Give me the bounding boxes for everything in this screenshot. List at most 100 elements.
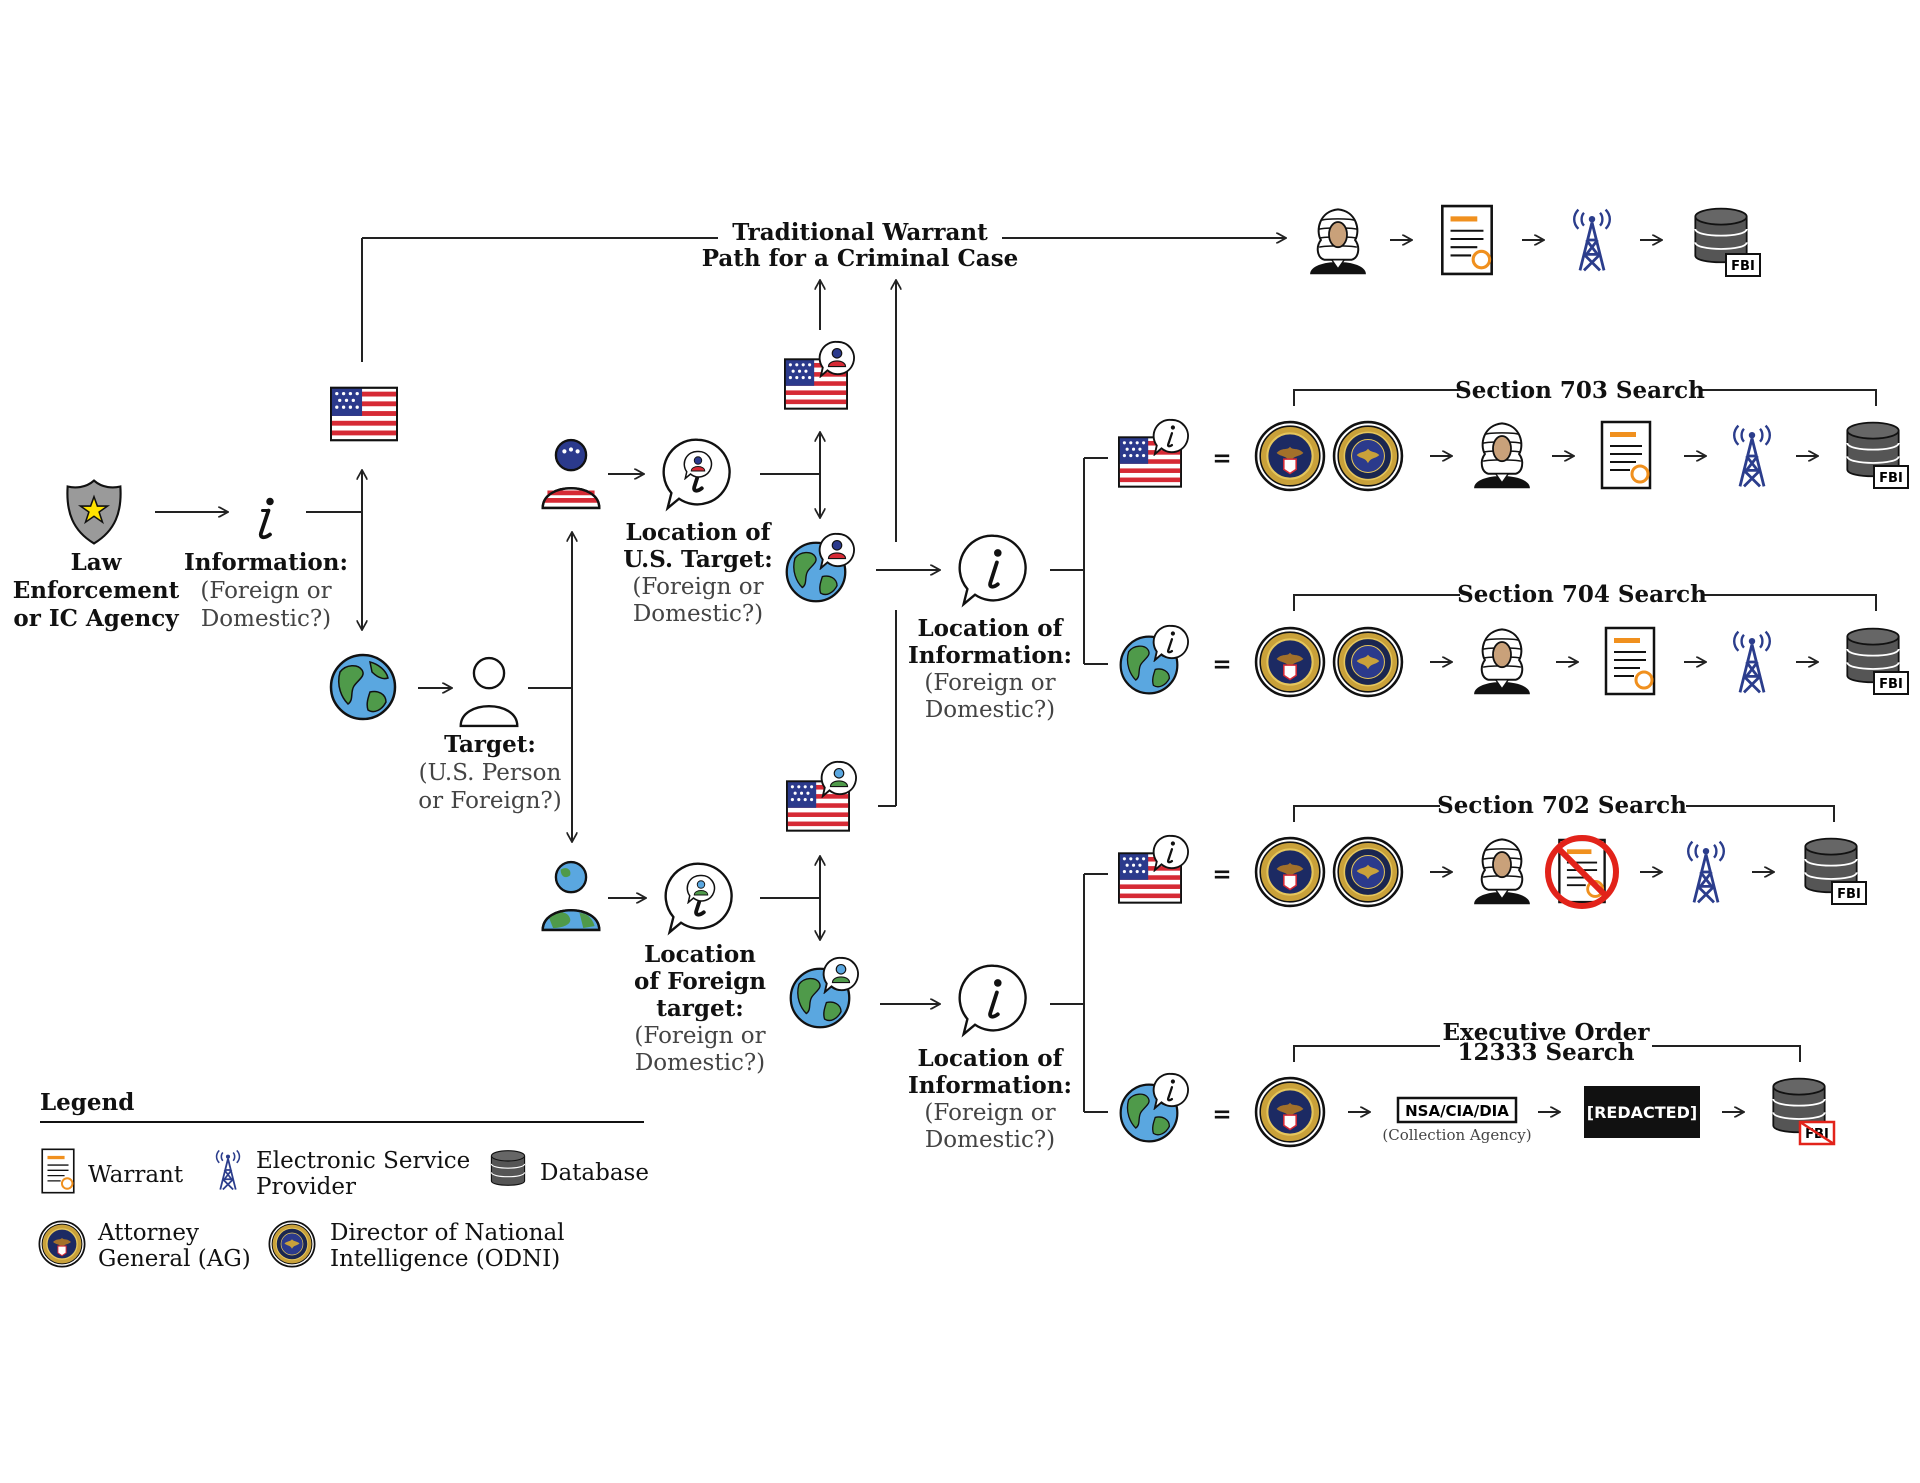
loc-foreign-label-2: of Foreign bbox=[634, 968, 766, 995]
fbi-label: FBI bbox=[1879, 677, 1903, 692]
loc-us-label-4: Domestic?) bbox=[633, 601, 763, 627]
legend-ag-2: General (AG) bbox=[98, 1246, 251, 1272]
target-label-2: (U.S. Person bbox=[419, 760, 562, 786]
loc-info-upper-1: Location of bbox=[917, 615, 1064, 642]
loc-foreign-label-3: target: bbox=[656, 995, 743, 1022]
traditional-label-1: Traditional Warrant bbox=[732, 219, 988, 246]
us-person-bubble-icon bbox=[818, 532, 855, 570]
target-label-1: Target: bbox=[444, 731, 536, 758]
traditional-label-2: Path for a Criminal Case bbox=[702, 245, 1019, 272]
database-icon bbox=[490, 1150, 526, 1186]
redacted-label: [REDACTED] bbox=[1587, 1103, 1697, 1122]
equals-sign: = bbox=[1212, 1101, 1231, 1128]
ag-seal-icon bbox=[1254, 836, 1326, 908]
loc-info-lower-1: Location of bbox=[917, 1045, 1064, 1072]
foreign-person-icon bbox=[541, 860, 601, 932]
judge-icon bbox=[1473, 838, 1531, 906]
globe-icon bbox=[329, 653, 397, 721]
us-person-icon bbox=[543, 440, 600, 508]
ag-seal-icon bbox=[1254, 420, 1326, 492]
fbi-tag bbox=[1873, 671, 1909, 695]
law-label-2: Enforcement bbox=[13, 577, 180, 604]
badge-icon bbox=[66, 479, 122, 545]
legend-esp-1: Electronic Service bbox=[256, 1148, 470, 1174]
nsa-cia-dia-label: NSA/CIA/DIA bbox=[1405, 1102, 1509, 1120]
tower-icon bbox=[215, 1149, 241, 1191]
fbi-label: FBI bbox=[1879, 471, 1903, 486]
loc-foreign-label-4: (Foreign or bbox=[634, 1023, 765, 1049]
eo-title-2: 12333 Search bbox=[1457, 1039, 1634, 1066]
info-mini-bubble-icon bbox=[1152, 624, 1190, 662]
fbi-tag bbox=[1831, 881, 1867, 905]
judge-icon bbox=[1473, 422, 1531, 490]
warrant-icon bbox=[1440, 204, 1494, 276]
odni-seal-icon bbox=[268, 1220, 316, 1268]
warrant-icon bbox=[1604, 626, 1656, 696]
tower-icon bbox=[1732, 630, 1772, 694]
foreign-person-bubble-icon bbox=[822, 956, 859, 994]
fbi-label: FBI bbox=[1731, 259, 1755, 274]
info-mini-bubble-icon bbox=[1152, 418, 1190, 456]
warrant-icon bbox=[1600, 420, 1652, 490]
odni-seal-icon bbox=[1332, 626, 1404, 698]
info-icon bbox=[261, 498, 274, 537]
equals-sign: = bbox=[1212, 651, 1231, 678]
ag-seal-icon bbox=[38, 1220, 86, 1268]
info-mini-bubble-icon bbox=[1152, 1072, 1190, 1110]
law-label-3: or IC Agency bbox=[13, 605, 179, 632]
no-warrant-icon bbox=[1545, 835, 1619, 909]
loc-info-upper-2: Information: bbox=[908, 642, 1072, 669]
loc-info-upper-3: (Foreign or bbox=[924, 670, 1055, 696]
loc-info-upper-4: Domestic?) bbox=[925, 697, 1055, 723]
legend-esp-2: Provider bbox=[256, 1174, 356, 1200]
eo-title-1: Executive Order bbox=[1443, 1019, 1651, 1046]
fbi-tag bbox=[1725, 253, 1761, 277]
section-702-title: Section 702 Search bbox=[1437, 792, 1687, 819]
fbi-label: FBI bbox=[1837, 887, 1861, 902]
tower-icon bbox=[1686, 840, 1726, 904]
legend-odni-1: Director of National bbox=[330, 1220, 565, 1246]
legend-database: Database bbox=[540, 1160, 649, 1186]
judge-icon bbox=[1309, 208, 1367, 276]
section-704-title: Section 704 Search bbox=[1457, 581, 1707, 608]
warrant-icon bbox=[41, 1148, 75, 1194]
legend-warrant: Warrant bbox=[88, 1162, 184, 1188]
information-label-3: Domestic?) bbox=[201, 606, 331, 632]
loc-us-label-3: (Foreign or bbox=[632, 574, 763, 600]
loc-info-lower-2: Information: bbox=[908, 1072, 1072, 1099]
equals-sign: = bbox=[1212, 445, 1231, 472]
odni-seal-icon bbox=[1332, 420, 1404, 492]
info-bubble-icon bbox=[957, 963, 1028, 1037]
odni-seal-icon bbox=[1332, 836, 1404, 908]
us-person-bubble-icon bbox=[818, 340, 855, 378]
target-label-3: or Foreign?) bbox=[418, 788, 562, 814]
section-703-title: Section 703 Search bbox=[1455, 377, 1705, 404]
us-flag-icon bbox=[330, 386, 398, 442]
nsa-cia-dia-box bbox=[1396, 1096, 1518, 1124]
foreign-person-mini-icon bbox=[686, 874, 716, 904]
loc-us-label-1: Location of bbox=[625, 519, 772, 546]
loc-info-lower-3: (Foreign or bbox=[924, 1100, 1055, 1126]
foreign-person-bubble-icon bbox=[820, 760, 857, 798]
loc-info-lower-4: Domestic?) bbox=[925, 1127, 1055, 1153]
loc-foreign-label-5: Domestic?) bbox=[635, 1050, 765, 1076]
info-bubble-icon bbox=[957, 533, 1028, 607]
info-mini-bubble-icon bbox=[1152, 834, 1190, 872]
tower-icon bbox=[1732, 424, 1772, 488]
legend-ag-1: Attorney bbox=[97, 1220, 199, 1246]
us-person-mini-icon bbox=[683, 450, 713, 480]
connectors bbox=[155, 238, 1877, 1112]
redacted-box bbox=[1584, 1086, 1700, 1138]
loc-foreign-label-1: Location bbox=[644, 941, 756, 968]
legend-title: Legend bbox=[40, 1089, 134, 1116]
fbi-tag bbox=[1873, 465, 1909, 489]
tower-icon bbox=[1572, 208, 1612, 272]
judge-icon bbox=[1473, 628, 1531, 696]
ag-seal-icon bbox=[1254, 626, 1326, 698]
legend-odni-2: Intelligence (ODNI) bbox=[330, 1246, 560, 1272]
equals-sign: = bbox=[1212, 861, 1231, 888]
person-icon bbox=[459, 656, 519, 728]
fbi-strike bbox=[1799, 1120, 1835, 1146]
collection-agency-label: (Collection Agency) bbox=[1382, 1126, 1531, 1144]
